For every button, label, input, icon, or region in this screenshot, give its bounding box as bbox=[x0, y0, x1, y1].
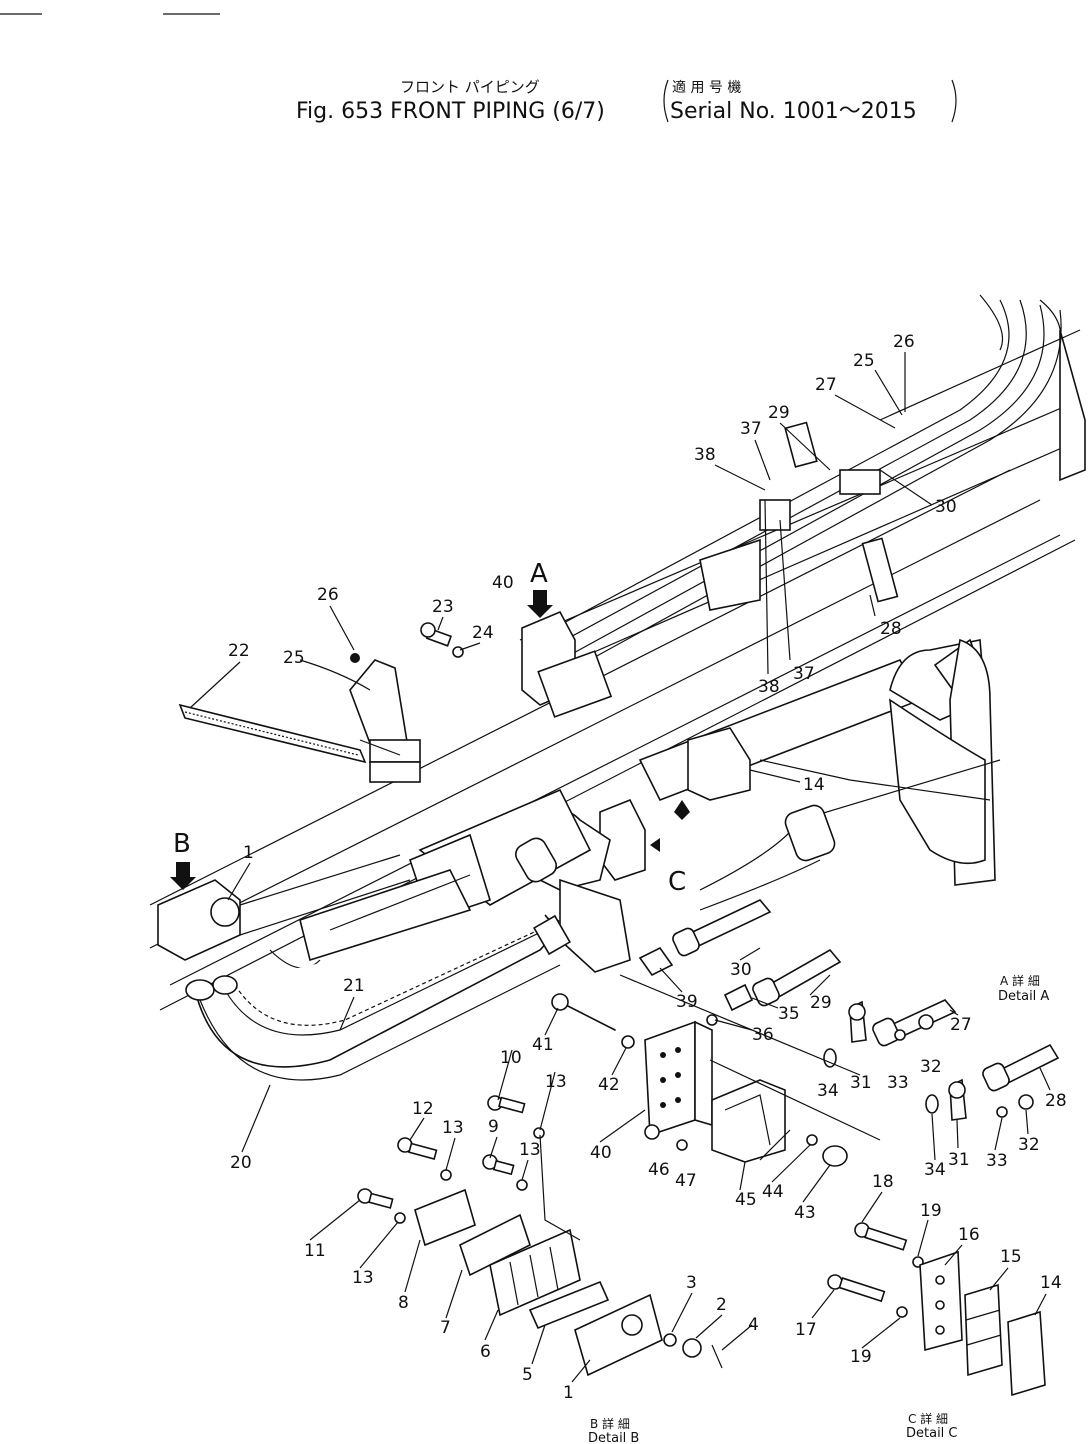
callout: 34 bbox=[817, 1081, 839, 1101]
view-marker-c: C bbox=[650, 800, 690, 897]
callout: 30 bbox=[730, 960, 752, 980]
callout-labels: 26 25 27 29 37 38 30 40 28 37 38 23 26 2… bbox=[228, 332, 1067, 1403]
callout: 46 bbox=[648, 1160, 670, 1180]
callout: 17 bbox=[795, 1320, 817, 1340]
callout: 14 bbox=[803, 775, 825, 795]
callout: 28 bbox=[1045, 1091, 1067, 1111]
callout: 19 bbox=[850, 1347, 872, 1367]
view-marker-a-label: A bbox=[530, 559, 548, 589]
callout: 16 bbox=[958, 1225, 980, 1245]
detail-c-caption-jp: C 詳 細 bbox=[908, 1411, 948, 1426]
view-marker-c-label: C bbox=[668, 867, 686, 897]
callout: 9 bbox=[488, 1117, 499, 1137]
leader-lines bbox=[189, 352, 1051, 1383]
callout: 13 bbox=[519, 1140, 541, 1160]
callout: 7 bbox=[440, 1318, 451, 1338]
callout: 23 bbox=[432, 597, 454, 617]
callout: 29 bbox=[810, 993, 832, 1013]
callout: 42 bbox=[598, 1075, 620, 1095]
callout: 32 bbox=[1018, 1135, 1040, 1155]
callout: 21 bbox=[343, 976, 365, 996]
detail-a-exploded bbox=[551, 899, 1060, 1167]
detail-b-exploded bbox=[357, 1095, 723, 1377]
callout: 26 bbox=[317, 585, 339, 605]
detail-a-caption-jp: A 詳 細 bbox=[1000, 973, 1040, 988]
callout: 25 bbox=[853, 351, 875, 371]
callout: 45 bbox=[735, 1190, 757, 1210]
boom-assembly bbox=[149, 294, 1086, 1081]
view-marker-b-label: B bbox=[173, 829, 191, 859]
serial-japanese: 適 用 号 機 bbox=[672, 79, 741, 96]
callout: 13 bbox=[442, 1118, 464, 1138]
callout: 22 bbox=[228, 641, 250, 661]
callout: 29 bbox=[768, 403, 790, 423]
callout: 1 bbox=[243, 843, 254, 863]
callout: 38 bbox=[758, 677, 780, 697]
callout: 3 bbox=[686, 1273, 697, 1293]
arrow-down-icon bbox=[170, 862, 196, 890]
callout: 36 bbox=[752, 1025, 774, 1045]
callout: 6 bbox=[480, 1342, 491, 1362]
bracket-open bbox=[663, 79, 669, 123]
callout: 2 bbox=[716, 1295, 727, 1315]
callout: 30 bbox=[935, 497, 957, 517]
callout: 1 bbox=[563, 1383, 574, 1403]
figure-title: Fig. 653 FRONT PIPING (6/7) bbox=[296, 99, 605, 124]
serial-range: Serial No. 1001～2015 bbox=[670, 99, 917, 124]
callout: 20 bbox=[230, 1153, 252, 1173]
detail-b-caption-jp: B 詳 細 bbox=[590, 1416, 630, 1431]
callout: 8 bbox=[398, 1293, 409, 1313]
callout: 41 bbox=[532, 1035, 554, 1055]
callout: 5 bbox=[522, 1365, 533, 1385]
callout: 37 bbox=[793, 664, 815, 684]
callout: 13 bbox=[352, 1268, 374, 1288]
callout: 40 bbox=[492, 573, 514, 593]
callout: 24 bbox=[472, 623, 494, 643]
callout: 33 bbox=[986, 1151, 1008, 1171]
detail-a-caption: Detail A bbox=[998, 989, 1049, 1004]
bracket-close bbox=[951, 79, 957, 123]
callout: 31 bbox=[850, 1073, 872, 1093]
callout: 35 bbox=[778, 1004, 800, 1024]
arrow-up-icon bbox=[674, 800, 690, 820]
detail-b-caption: Detail B bbox=[588, 1431, 639, 1444]
callout: 34 bbox=[924, 1160, 946, 1180]
callout: 33 bbox=[887, 1073, 909, 1093]
title-japanese: フロント パイピング bbox=[400, 78, 540, 96]
callout: 4 bbox=[748, 1315, 759, 1335]
callout: 10 bbox=[500, 1048, 522, 1068]
view-marker-b: B bbox=[170, 829, 196, 890]
callout: 11 bbox=[304, 1241, 326, 1261]
callout: 27 bbox=[815, 375, 837, 395]
detail-c-exploded bbox=[827, 1222, 1046, 1397]
callout: 14 bbox=[1040, 1273, 1062, 1293]
callout: 26 bbox=[893, 332, 915, 352]
callout: 25 bbox=[283, 648, 305, 668]
callout: 15 bbox=[1000, 1247, 1022, 1267]
callout: 31 bbox=[948, 1150, 970, 1170]
callout: 28 bbox=[880, 619, 902, 639]
callout: 43 bbox=[794, 1203, 816, 1223]
callout: 27 bbox=[950, 1015, 972, 1035]
callout: 13 bbox=[545, 1072, 567, 1092]
callout: 40 bbox=[590, 1143, 612, 1163]
arrow-left-icon bbox=[650, 838, 660, 852]
callout: 12 bbox=[412, 1099, 434, 1119]
callout: 39 bbox=[676, 992, 698, 1012]
callout: 19 bbox=[920, 1201, 942, 1221]
callout: 47 bbox=[675, 1171, 697, 1191]
view-marker-a: A bbox=[527, 559, 553, 618]
callout: 18 bbox=[872, 1172, 894, 1192]
callout: 32 bbox=[920, 1057, 942, 1077]
arrow-down-icon bbox=[527, 590, 553, 618]
callout: 37 bbox=[740, 419, 762, 439]
callout: 44 bbox=[762, 1182, 784, 1202]
callout: 38 bbox=[694, 445, 716, 465]
detail-c-caption: Detail C bbox=[906, 1426, 958, 1441]
